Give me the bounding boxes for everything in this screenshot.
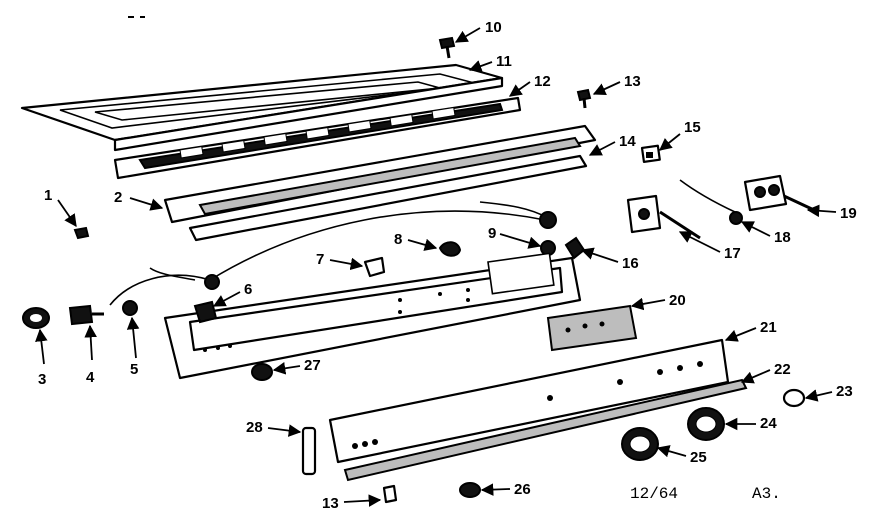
part-vent-grille [113, 96, 522, 180]
callout-13-bottom: 13 [322, 495, 339, 512]
callout-9: 9 [488, 225, 496, 242]
date-code: 12/64 [630, 485, 678, 503]
part-switches [626, 144, 815, 240]
callout-27: 27 [304, 357, 321, 374]
callout-21: 21 [760, 319, 777, 336]
callout-15: 15 [684, 119, 701, 136]
footer-codes: 12/64 A3. [630, 485, 781, 503]
callout-20: 20 [669, 292, 686, 309]
callout-labels: 10 11 12 13 14 15 2 1 8 9 7 16 17 18 19 … [38, 19, 857, 512]
callout-8: 8 [394, 231, 402, 248]
part-post [301, 426, 317, 476]
callout-26: 26 [514, 481, 531, 498]
callout-13-top: 13 [624, 73, 641, 90]
part-top-panel [20, 63, 504, 152]
callout-18: 18 [774, 229, 791, 246]
part-brackets-center [363, 241, 462, 278]
callout-17: 17 [724, 245, 741, 262]
callout-14: 14 [619, 133, 636, 150]
callout-1: 1 [44, 187, 52, 204]
callout-24: 24 [760, 415, 777, 432]
part-switch-plate [546, 304, 638, 352]
callout-5: 5 [130, 361, 138, 378]
part-back-panel [163, 252, 582, 380]
callout-23: 23 [836, 383, 853, 400]
part-screws-top [438, 36, 592, 109]
callout-25: 25 [690, 449, 707, 466]
callout-6: 6 [244, 281, 252, 298]
leader-lines [35, 27, 837, 507]
callout-19: 19 [840, 205, 857, 222]
page-code: A3. [752, 485, 781, 503]
callout-12: 12 [534, 73, 551, 90]
callout-22: 22 [774, 361, 791, 378]
callout-3: 3 [38, 371, 46, 388]
part-left-fittings [22, 300, 138, 329]
callout-4: 4 [86, 369, 95, 386]
part-trim-strip [343, 378, 748, 482]
callout-7: 7 [316, 251, 324, 268]
callout-11: 11 [496, 53, 512, 70]
callout-16: 16 [622, 255, 639, 272]
callout-10: 10 [485, 19, 502, 36]
part-knobs [621, 388, 806, 461]
callout-2: 2 [114, 189, 122, 206]
part-front-strip [328, 338, 730, 464]
part-lamp-sockets-right [539, 211, 586, 260]
callout-28: 28 [246, 419, 263, 436]
part-screw-left [73, 226, 90, 240]
part-bottom-fasteners [251, 363, 481, 504]
part-light-bar [163, 124, 597, 242]
